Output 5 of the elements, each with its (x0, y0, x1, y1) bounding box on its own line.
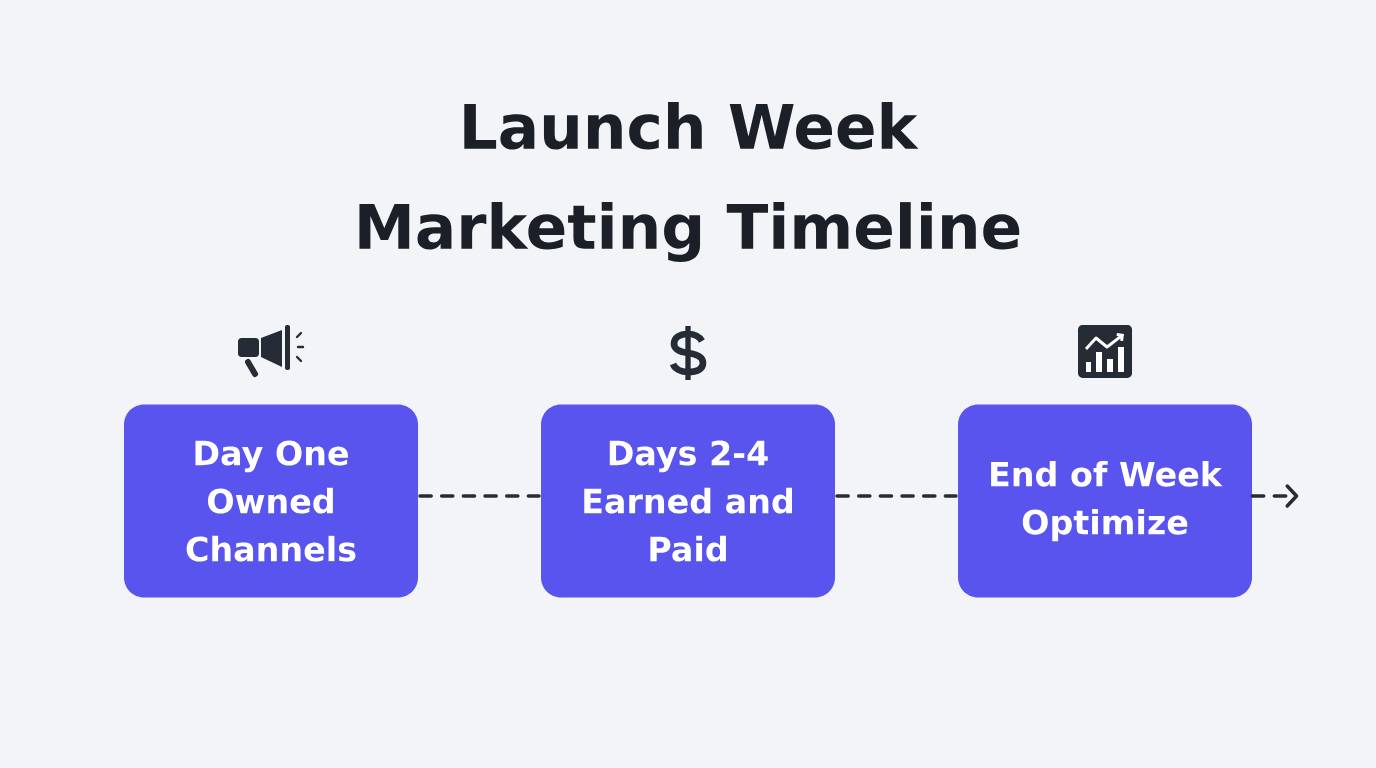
timeline-box: Day One Owned Channels (124, 404, 418, 598)
timeline-box: Days 2-4 Earned and Paid (541, 404, 835, 598)
dashed-arrow (1250, 484, 1299, 508)
timeline-box: End of Week Optimize (958, 404, 1252, 598)
title: Launch Week Marketing Timeline (359, 102, 1020, 262)
